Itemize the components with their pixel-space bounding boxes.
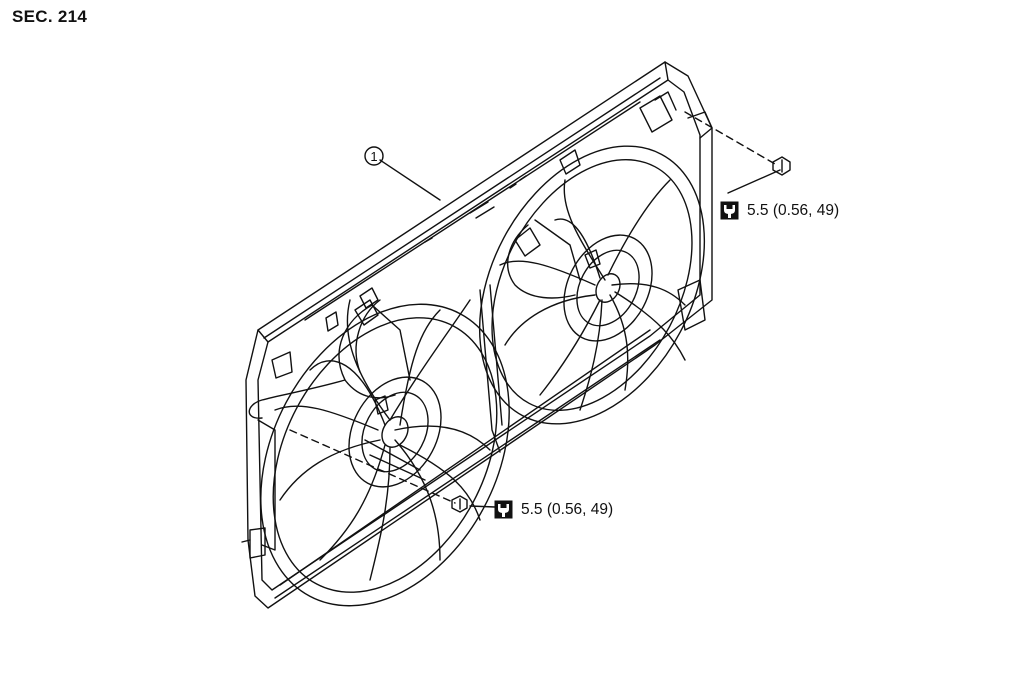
wiring-harness xyxy=(248,219,581,419)
left-fan-motor xyxy=(348,376,442,488)
right-fan-ring xyxy=(478,145,706,425)
torque-spec-top: 5.5 (0.56, 49) xyxy=(720,201,839,220)
torque-value: 5.5 (0.56, 49) xyxy=(521,500,614,518)
section-label: SEC. 214 xyxy=(12,7,88,26)
callout-number: 1 xyxy=(370,149,377,164)
torque-value: 5.5 (0.56, 49) xyxy=(747,201,840,219)
fan-shroud-frame xyxy=(241,61,713,609)
bolt-top xyxy=(772,156,791,176)
leader-lines xyxy=(379,159,781,508)
torque-wrench-icon xyxy=(494,500,513,519)
installation-lines xyxy=(289,111,776,504)
torque-spec-bottom: 5.5 (0.56, 49) xyxy=(494,500,613,519)
right-fan-motor xyxy=(563,234,653,342)
right-fan-blades xyxy=(499,179,686,411)
bolt-bottom xyxy=(451,495,468,513)
left-fan-ring xyxy=(260,303,510,607)
torque-wrench-icon xyxy=(720,201,739,220)
callout-circle xyxy=(364,146,384,166)
